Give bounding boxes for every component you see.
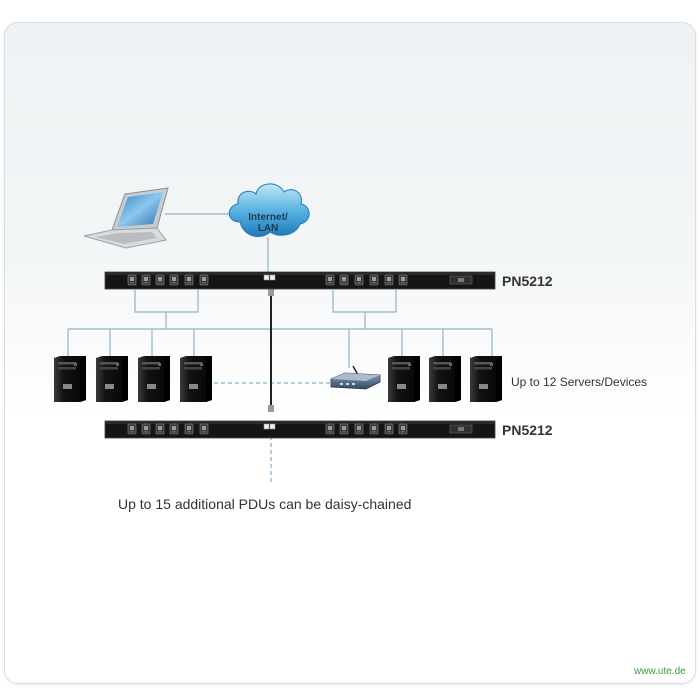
server-tower-icon (429, 356, 461, 402)
server-tower-icon (180, 356, 212, 402)
pdu-top (104, 271, 496, 290)
server-tower-icon (388, 356, 420, 402)
server-tower-icon (96, 356, 128, 402)
daisy-chain-cable (268, 289, 274, 412)
server-tower-icon (138, 356, 170, 402)
diagram-panel (4, 22, 696, 684)
servers-devices-note: Up to 12 Servers/Devices (511, 375, 647, 389)
left-outlet-bracket (134, 290, 199, 313)
pdu-bottom-label: PN5212 (502, 422, 553, 438)
laptop-icon (83, 187, 169, 249)
watermark-url: www.ute.de (633, 666, 686, 677)
right-outlet-bracket (332, 290, 397, 313)
pdu-bottom (104, 420, 496, 439)
router-icon (330, 365, 381, 390)
server-tower-icon (54, 356, 86, 402)
cloud-label-line1: Internet/ (248, 212, 288, 223)
daisy-chain-caption: Up to 15 additional PDUs can be daisy-ch… (118, 496, 411, 512)
connection-lines (67, 213, 493, 368)
server-tower-icon (470, 356, 502, 402)
pdu-top-label: PN5212 (502, 273, 553, 289)
cloud-label-line2: LAN (258, 223, 279, 234)
internet-cloud-icon: Internet/ LAN (228, 183, 310, 238)
